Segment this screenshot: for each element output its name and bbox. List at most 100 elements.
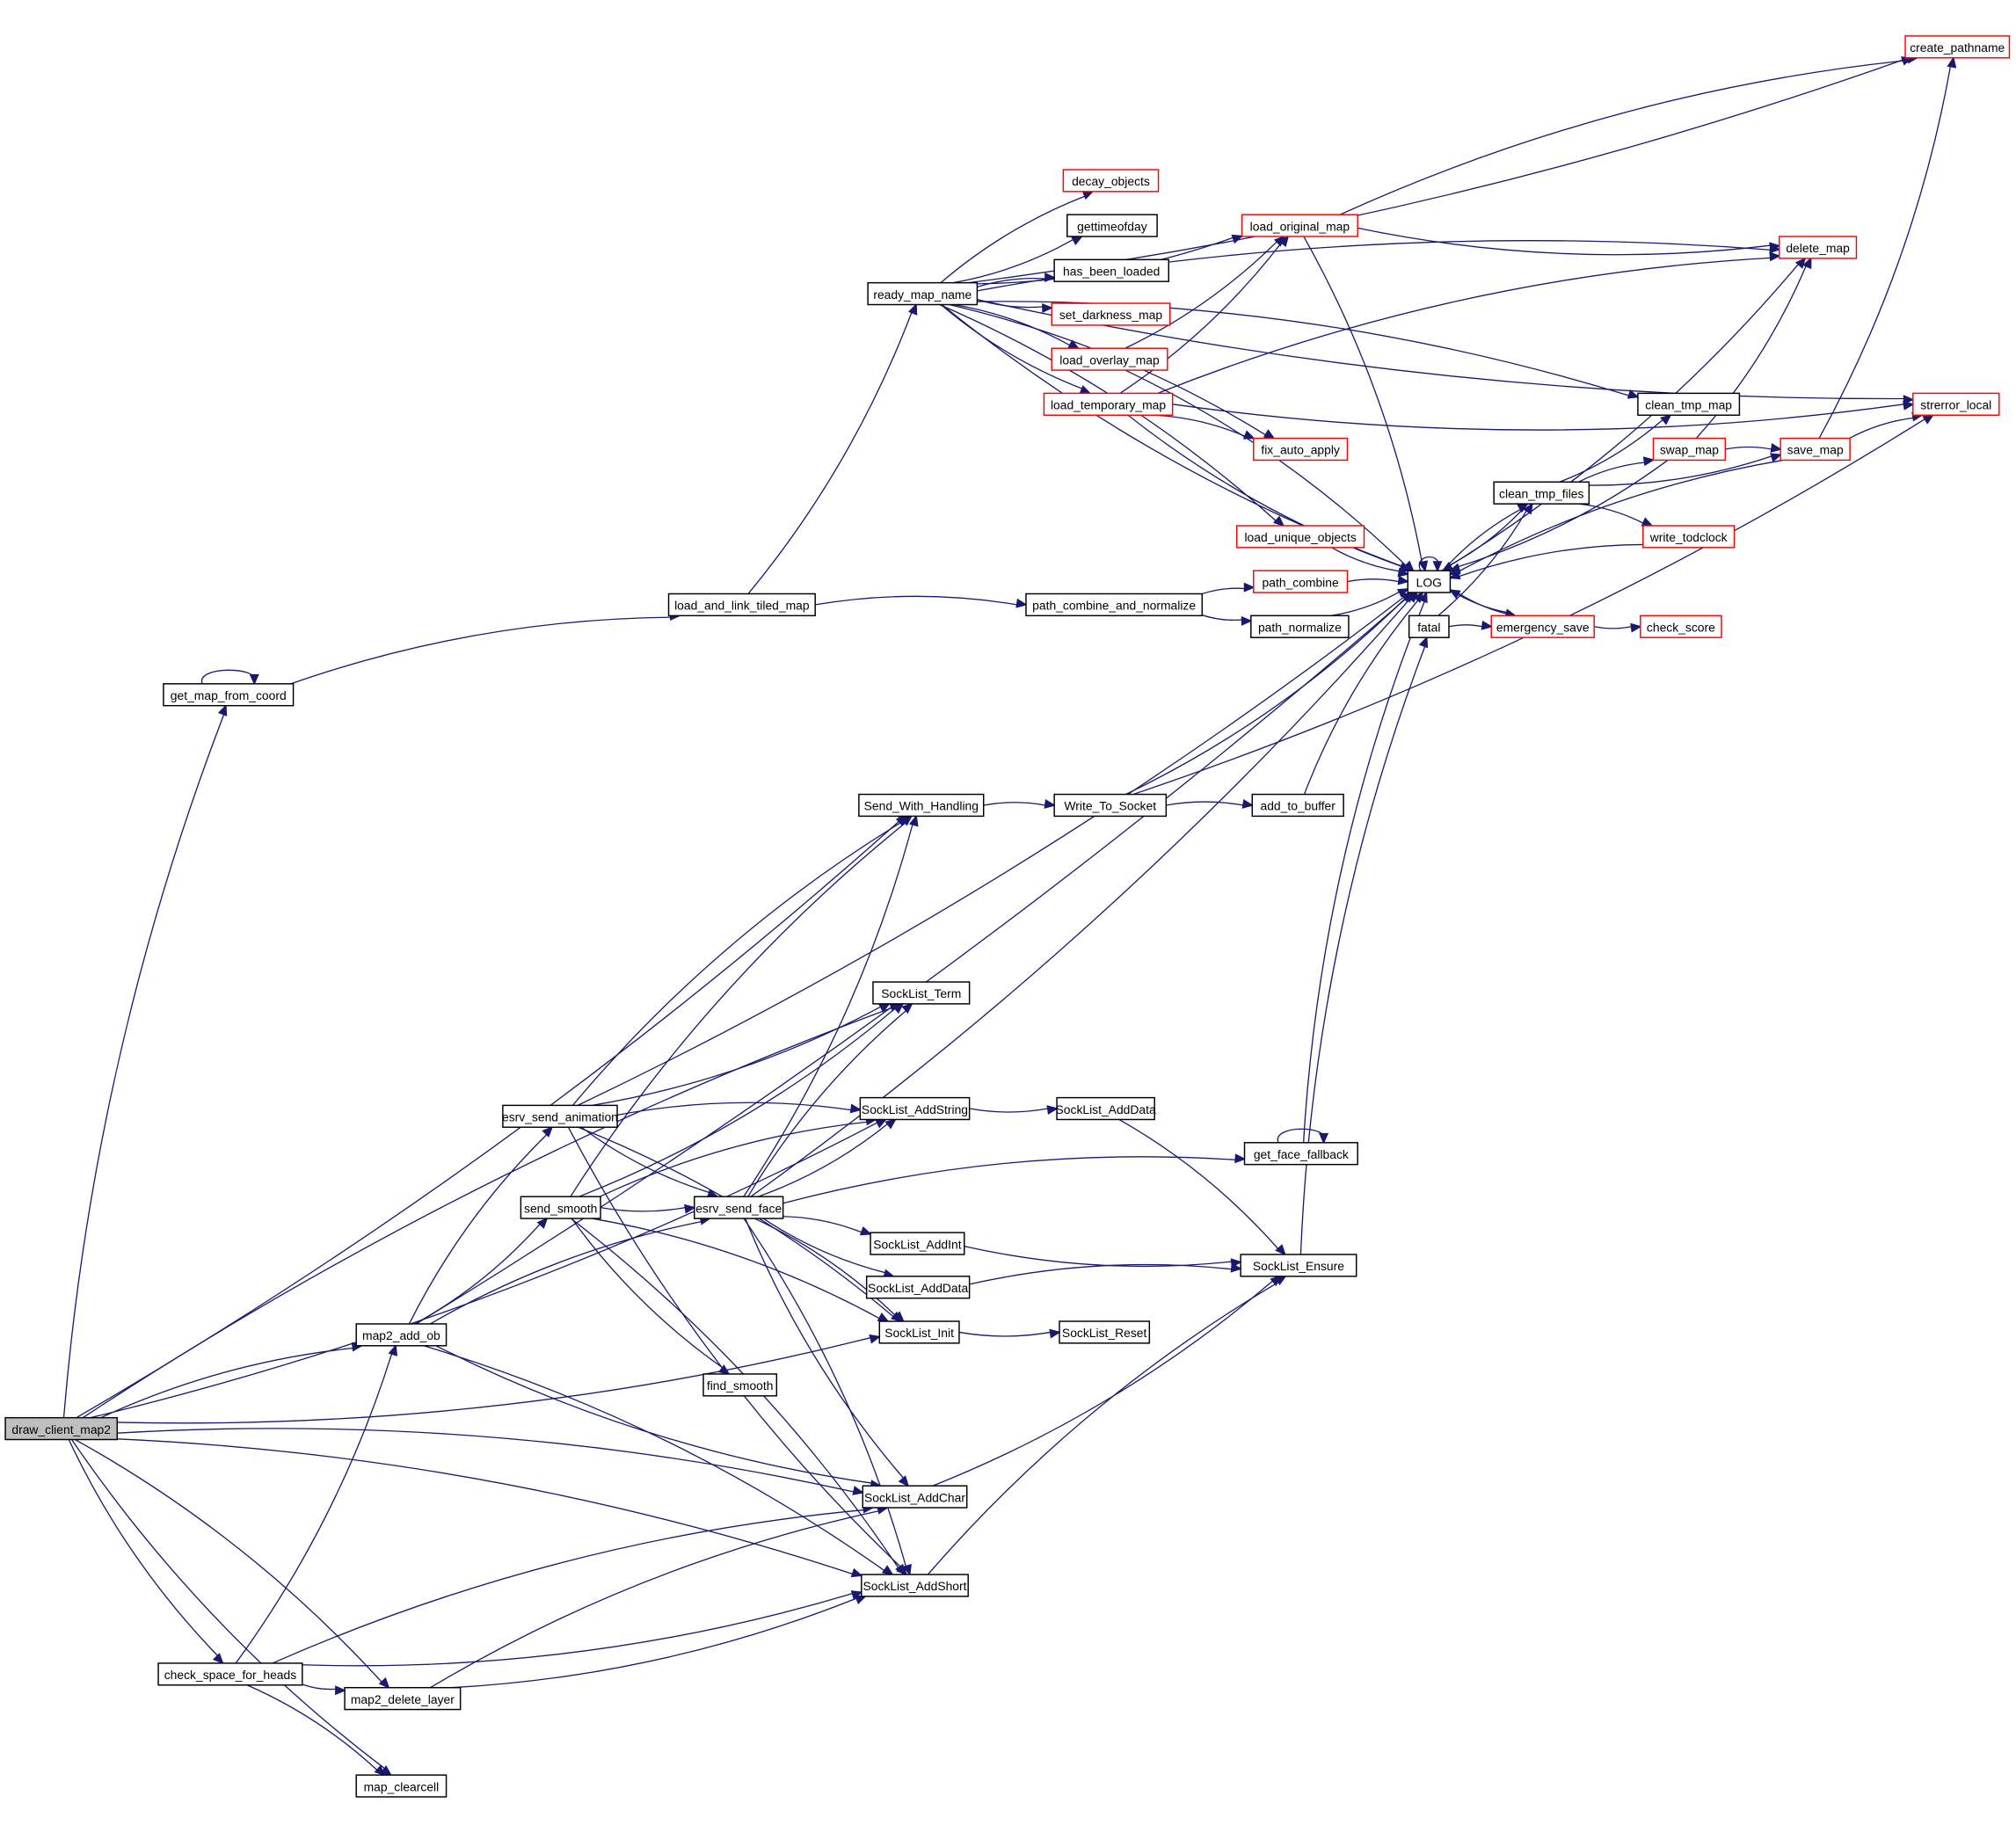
node-gettimeofday[interactable]: gettimeofday [1066, 214, 1158, 237]
node-label: has_been_loaded [1063, 264, 1160, 278]
edge-line [747, 312, 913, 594]
node-load-overlay-map[interactable]: load_overlay_map [1051, 347, 1168, 371]
edge-line [1589, 455, 1772, 486]
node-has-been-loaded[interactable]: has_been_loaded [1053, 258, 1169, 282]
node-get-map-from-coord[interactable]: get_map_from_coord [163, 683, 295, 707]
arrowhead-icon [1448, 565, 1461, 576]
arrowhead-icon [1277, 235, 1290, 248]
node-send-smooth[interactable]: send_smooth [520, 1196, 601, 1219]
edge-ready-map-name-to-clean-tmp-map [977, 301, 1640, 399]
edge-log-to-clean-tmp-files [1442, 503, 1530, 571]
edge-line [235, 1353, 393, 1664]
node-box [1779, 236, 1858, 259]
node-esrv-send-animation[interactable]: esrv_send_animation [502, 1104, 618, 1128]
node-find-smooth[interactable]: find_smooth [702, 1373, 778, 1397]
node-delete-map[interactable]: delete_map [1779, 236, 1858, 259]
node-fix-auto-apply[interactable]: fix_auto_apply [1253, 437, 1349, 462]
arrowhead-icon [1081, 190, 1095, 200]
node-fatal[interactable]: fatal [1408, 614, 1450, 638]
node-path-combine[interactable]: path_combine [1253, 570, 1349, 593]
node-load-and-link-tiled-map[interactable]: load_and_link_tiled_map [667, 593, 816, 617]
node-socklist-addstring[interactable]: SockList_AddString [859, 1096, 971, 1121]
node-label: save_map [1787, 443, 1844, 457]
node-box [1408, 614, 1450, 638]
node-box [4, 1416, 119, 1441]
edge-line [76, 820, 899, 1419]
edge-line [68, 1439, 219, 1656]
node-check-score[interactable]: check_score [1640, 614, 1722, 638]
edge-check-space-for-heads-to-socklist-addshort [302, 1590, 863, 1667]
edge-line [600, 1206, 686, 1212]
node-create-pathname[interactable]: create_pathname [1904, 35, 2011, 59]
node-load-original-map[interactable]: load_original_map [1241, 214, 1358, 237]
node-clean-tmp-files[interactable]: clean_tmp_files [1493, 481, 1590, 505]
edge-line [1559, 419, 1663, 483]
node-socklist-term[interactable]: SockList_Term [872, 981, 971, 1005]
node-socklist-adddata-b[interactable]: SockList_AddData [865, 1276, 971, 1299]
node-label: ready_map_name [873, 287, 972, 302]
edge-line [1818, 66, 1952, 439]
node-socklist-adddata-a[interactable]: SockList_AddData [1056, 1096, 1156, 1121]
arrowhead-icon [217, 703, 228, 716]
arrowhead-icon [892, 1311, 905, 1323]
node-label: SockList_AddString [862, 1102, 968, 1116]
node-socklist-reset[interactable]: SockList_Reset [1059, 1320, 1151, 1344]
arrowhead-icon [869, 1334, 882, 1344]
node-ready-map-name[interactable]: ready_map_name [867, 281, 979, 306]
node-box [1493, 481, 1590, 505]
arrowhead-icon [1418, 636, 1429, 649]
node-box [1240, 1254, 1357, 1277]
edge-line [414, 1223, 541, 1325]
node-socklist-addshort[interactable]: SockList_AddShort [861, 1574, 969, 1597]
arrowhead-icon [1630, 622, 1642, 633]
node-map-clearcell[interactable]: map_clearcell [355, 1774, 448, 1798]
node-path-normalize[interactable]: path_normalize [1250, 614, 1350, 638]
node-label: write_todclock [1649, 530, 1728, 544]
edge-line [1132, 418, 1925, 796]
node-socklist-addint[interactable]: SockList_AddInt [870, 1232, 965, 1255]
node-write-todclock[interactable]: write_todclock [1642, 525, 1736, 549]
node-get-face-fallback[interactable]: get_face_fallback [1243, 1142, 1358, 1166]
node-check-space-for-heads[interactable]: check_space_for_heads [157, 1662, 303, 1686]
edge-line [969, 1263, 1232, 1285]
arrowhead-icon [1397, 575, 1410, 585]
arrowhead-icon [855, 1595, 867, 1605]
node-swap-map[interactable]: swap_map [1652, 437, 1727, 462]
node-strerror-local[interactable]: strerror_local [1912, 392, 2000, 416]
node-socklist-ensure[interactable]: SockList_Ensure [1240, 1254, 1357, 1277]
node-save-map[interactable]: save_map [1779, 437, 1851, 462]
node-label: load_and_link_tiled_map [674, 599, 810, 613]
node-log[interactable]: LOG [1407, 570, 1452, 593]
node-label: load_overlay_map [1059, 353, 1160, 367]
edge-line [743, 824, 913, 1197]
edge-draw-client-map2-to-check-space-for-heads [68, 1439, 224, 1665]
arrowhead-icon [1523, 502, 1533, 515]
edge-line [117, 1428, 855, 1493]
node-box [1053, 258, 1169, 282]
node-esrv-send-face[interactable]: esrv_send_face [694, 1196, 784, 1219]
node-load-unique-objects[interactable]: load_unique_objects [1236, 525, 1365, 549]
edge-line [1125, 597, 1407, 796]
node-socklist-init[interactable]: SockList_Init [878, 1320, 960, 1344]
node-load-temporary-map[interactable]: load_temporary_map [1043, 392, 1174, 416]
arrowhead-icon [378, 1676, 390, 1690]
edge-swap-map-to-save-map [1725, 443, 1783, 453]
node-send-with-handling[interactable]: Send_With_Handling [858, 793, 985, 818]
node-clean-tmp-map[interactable]: clean_tmp_map [1637, 392, 1741, 416]
node-path-combine-and-normalize[interactable]: path_combine_and_normalize [1025, 593, 1204, 617]
node-decay-objects[interactable]: decay_objects [1062, 169, 1160, 193]
node-map2-add-ob[interactable]: map2_add_ob [355, 1323, 448, 1347]
node-set-darkness-map[interactable]: set_darkness_map [1051, 302, 1171, 326]
edge-load-unique-objects-to-log [1331, 547, 1410, 578]
node-write-to-socket[interactable]: Write_To_Socket [1053, 793, 1168, 818]
node-socklist-addchar[interactable]: SockList_AddChar [862, 1485, 968, 1509]
edge-line [592, 1218, 880, 1320]
node-label: clean_tmp_files [1499, 486, 1583, 500]
node-emergency-save[interactable]: emergency_save [1490, 614, 1595, 638]
edge-esrv-send-face-to-socklist-addstring [758, 1118, 897, 1197]
node-add-to-buffer[interactable]: add_to_buffer [1251, 793, 1344, 818]
node-draw-client-map2[interactable]: draw_client_map2 [4, 1416, 119, 1441]
node-map2-delete-layer[interactable]: map2_delete_layer [344, 1686, 462, 1711]
node-box [1642, 525, 1736, 549]
edge-line [201, 669, 256, 685]
